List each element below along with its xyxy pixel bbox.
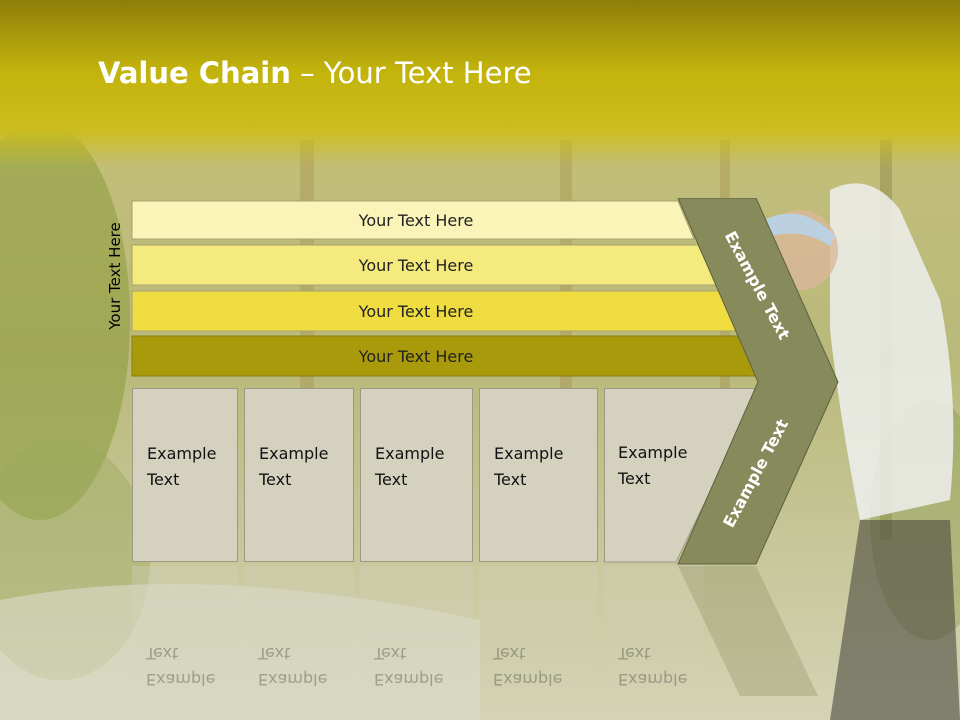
box-2-reflection-text: Example Text	[258, 644, 328, 689]
box-4-label: Example Text	[494, 444, 564, 489]
box-2-reflection: Example Text	[244, 566, 354, 696]
box-4-reflection-text: Example Text	[493, 644, 563, 689]
band-1-label: Your Text Here	[358, 210, 474, 230]
chevron-arrow	[677, 198, 839, 565]
box-5-reflection: Example Text	[604, 566, 704, 696]
band-3-label: Your Text Here	[358, 301, 474, 321]
title-rest: – Your Text Here	[290, 56, 532, 90]
band-2: Your Text Here	[131, 244, 718, 286]
box-4-reflection: Example Text	[479, 566, 598, 696]
box-2: Example Text	[244, 388, 354, 562]
band-4-label: Your Text Here	[358, 346, 474, 366]
box-3-label: Example Text	[375, 444, 445, 489]
band-2-label: Your Text Here	[358, 255, 474, 275]
band-4: Your Text Here	[131, 335, 765, 377]
box-5-reflection-text: Example Text	[618, 644, 688, 689]
box-1-reflection: Example Text	[132, 566, 238, 696]
band-1: Your Text Here	[131, 200, 695, 240]
box-4: Example Text	[479, 388, 598, 562]
box-1: Example Text	[132, 388, 238, 562]
slide-title: Value Chain – Your Text Here	[98, 56, 532, 90]
box-5-label: Example Text	[618, 443, 688, 488]
box-3: Example Text	[360, 388, 473, 562]
title-bold: Value Chain	[98, 56, 291, 90]
box-5-text: Example Text	[604, 388, 704, 562]
box-1-label: Example Text	[147, 444, 217, 489]
box-3-reflection-text: Example Text	[374, 644, 444, 689]
band-3: Your Text Here	[131, 290, 741, 332]
box-1-reflection-text: Example Text	[146, 644, 216, 689]
box-5	[604, 388, 761, 563]
chevron-reflection	[678, 566, 818, 696]
box-3-reflection: Example Text	[360, 566, 473, 696]
side-label: Your Text Here	[106, 222, 124, 330]
box-2-label: Example Text	[259, 444, 329, 489]
